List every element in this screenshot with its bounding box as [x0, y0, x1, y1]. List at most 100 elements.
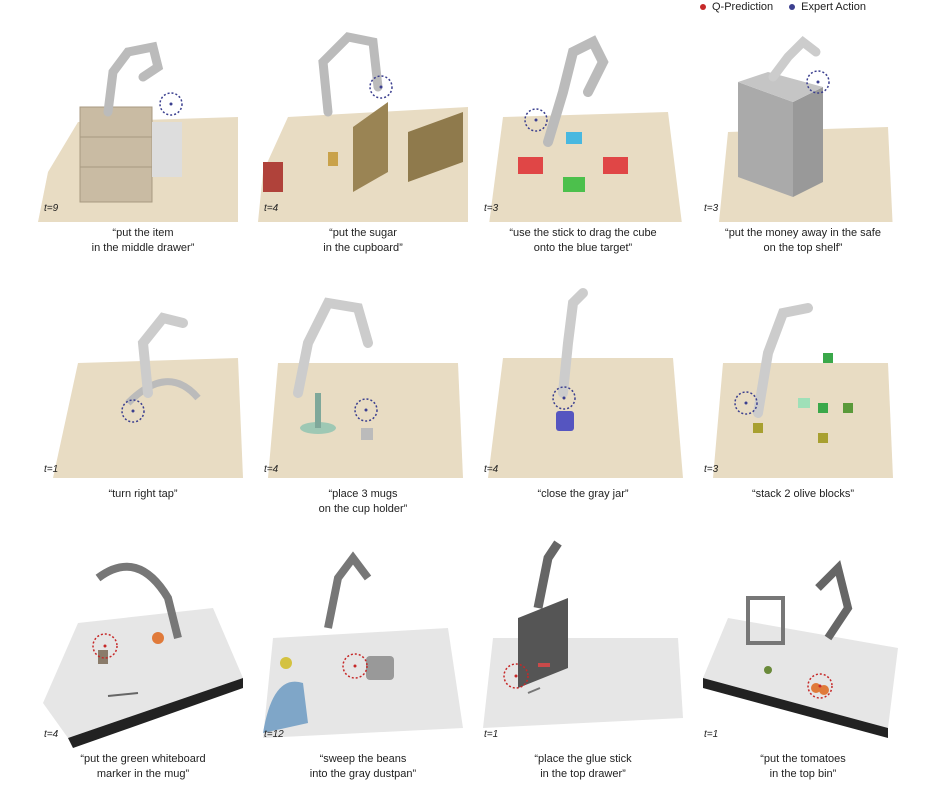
panel-marker: t=4 “put the green whiteboard marker in …	[38, 538, 248, 782]
legend-expert-action: Expert Action	[789, 0, 866, 14]
q-prediction-marker	[503, 663, 529, 689]
caption-line: “sweep the beans	[319, 753, 407, 765]
panel-mugs: t=4 “place 3 mugs on the cup holder”	[258, 283, 468, 517]
scene-image: t=3	[698, 22, 908, 222]
timestep-label: t=4	[44, 729, 59, 740]
caption-line: on the cup holder”	[318, 503, 408, 515]
caption: “place the glue stick in the top drawer”	[478, 752, 688, 782]
timestep-label: t=4	[264, 464, 279, 475]
caption: “put the green whiteboard marker in the …	[38, 752, 248, 782]
caption-line: in the top drawer”	[540, 768, 626, 780]
timestep-label: t=3	[704, 203, 719, 214]
scene-drawing	[703, 560, 898, 738]
scene-drawing	[43, 562, 243, 748]
scene-image: t=1	[478, 538, 688, 748]
panel-stick: t=3 “use the stick to drag the cube onto…	[478, 22, 688, 256]
timestep-label: t=4	[484, 464, 499, 475]
q-prediction-dot-icon	[700, 4, 706, 10]
panel-cupboard: t=4 “put the sugar in the cupboard”	[258, 22, 468, 256]
caption: “turn right tap”	[38, 487, 248, 502]
caption: “put the item in the middle drawer”	[38, 226, 248, 256]
scene-drawing	[719, 36, 893, 222]
timestep-label: t=9	[44, 203, 59, 214]
caption-line: “use the stick to drag the cube	[509, 227, 657, 239]
caption-line: “close the gray jar”	[537, 488, 629, 500]
scene-image: t=12	[258, 538, 468, 748]
scene-image: t=4	[258, 283, 468, 483]
caption-line: “put the tomatoes	[760, 753, 846, 765]
scene-drawing	[38, 41, 238, 222]
legend-q-label: Q-Prediction	[712, 1, 774, 13]
caption-line: “turn right tap”	[108, 488, 178, 500]
caption: “place 3 mugs on the cup holder”	[258, 487, 468, 517]
timestep-label: t=1	[484, 729, 499, 740]
q-prediction-marker	[807, 673, 833, 699]
panel-jar: t=4 “close the gray jar”	[478, 283, 688, 502]
scene-drawing	[483, 540, 683, 728]
scene-image: t=9	[38, 22, 248, 222]
panel-tap: t=1 “turn right tap”	[38, 283, 248, 502]
caption: “put the sugar in the cupboard”	[258, 226, 468, 256]
panel-beans: t=12 “sweep the beans into the gray dust…	[258, 538, 468, 782]
scene-image: t=3	[698, 283, 908, 483]
caption-line: in the cupboard”	[323, 242, 403, 254]
panel-drawer: t=9 “put the item in the middle drawer”	[38, 22, 248, 256]
expert-action-marker	[524, 108, 548, 132]
panel-safe: t=3 “put the money away in the safe on t…	[698, 22, 908, 256]
scene-image: t=4	[478, 283, 688, 483]
panel-blocks: t=3 “stack 2 olive blocks”	[698, 283, 908, 502]
panel-glue: t=1 “place the glue stick in the top dra…	[478, 538, 688, 782]
caption-line: “put the item	[112, 227, 174, 239]
scene-image: t=4	[258, 22, 468, 222]
expert-action-marker	[369, 75, 393, 99]
expert-action-marker	[121, 399, 145, 423]
scene-drawing	[488, 288, 683, 478]
timestep-label: t=12	[264, 729, 284, 740]
expert-action-marker	[354, 398, 378, 422]
caption: “close the gray jar”	[478, 487, 688, 502]
timestep-label: t=3	[484, 203, 499, 214]
caption-line: in the top bin”	[769, 768, 837, 780]
legend-expert-label: Expert Action	[801, 1, 866, 13]
scene-drawing	[258, 32, 468, 222]
caption-line: onto the blue target”	[533, 242, 633, 254]
expert-action-marker	[552, 386, 576, 410]
scene-image: t=3	[478, 22, 688, 222]
caption: “stack 2 olive blocks”	[698, 487, 908, 502]
expert-action-marker	[159, 92, 183, 116]
timestep-label: t=4	[264, 203, 279, 214]
scene-image: t=1	[698, 538, 908, 748]
legend-q-prediction: Q-Prediction	[700, 0, 773, 14]
timestep-label: t=1	[44, 464, 59, 475]
caption-line: on the top shelf”	[763, 242, 843, 254]
caption-line: into the gray dustpan”	[309, 768, 417, 780]
caption-line: “put the sugar	[329, 227, 397, 239]
scene-drawing	[489, 35, 682, 222]
scene-image: t=4	[38, 538, 248, 748]
caption: “sweep the beans into the gray dustpan”	[258, 752, 468, 782]
scene-drawing	[268, 297, 463, 478]
q-prediction-marker	[342, 653, 368, 679]
scene-drawing	[713, 303, 893, 478]
caption-line: “stack 2 olive blocks”	[751, 488, 855, 500]
panel-tomatoes: t=1 “put the tomatoes in the top bin”	[698, 538, 908, 782]
legend: Q-Prediction Expert Action	[700, 0, 940, 14]
expert-action-marker	[734, 391, 758, 415]
caption-line: in the middle drawer”	[91, 242, 195, 254]
caption: “put the money away in the safe on the t…	[698, 226, 908, 256]
timestep-label: t=3	[704, 464, 719, 475]
caption-line: “place the glue stick	[534, 753, 632, 765]
caption-line: “place 3 mugs	[328, 488, 398, 500]
caption: “put the tomatoes in the top bin”	[698, 752, 908, 782]
expert-action-marker	[806, 70, 830, 94]
caption-line: “put the green whiteboard	[80, 753, 206, 765]
scene-image: t=1	[38, 283, 248, 483]
scene-drawing	[263, 551, 463, 738]
timestep-label: t=1	[704, 729, 719, 740]
caption-line: marker in the mug”	[96, 768, 190, 780]
caption: “use the stick to drag the cube onto the…	[478, 226, 688, 256]
scene-drawing	[53, 312, 243, 478]
expert-action-dot-icon	[789, 4, 796, 10]
q-prediction-marker	[92, 633, 118, 659]
caption-line: “put the money away in the safe	[725, 227, 881, 239]
